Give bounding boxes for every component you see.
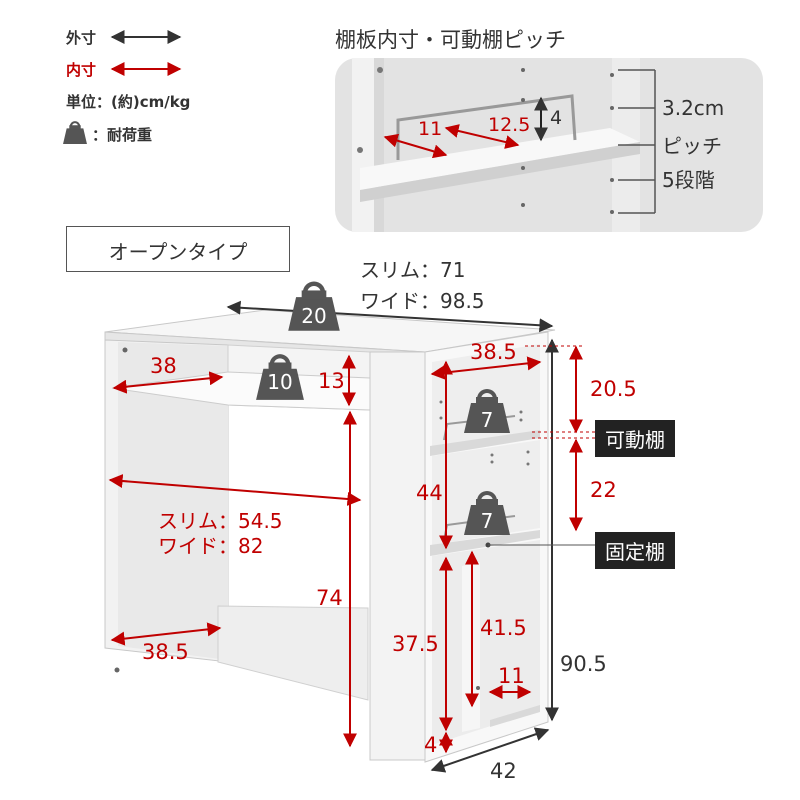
dim-74: 74 (316, 586, 343, 610)
legend-outer-label: 外寸 (66, 29, 97, 47)
arrow-top-width (226, 300, 554, 333)
legend-unit-label: 単位：(約)cm/kg (66, 93, 191, 111)
type-label: オープンタイプ (108, 240, 248, 264)
dim-90-5: 90.5 (560, 652, 607, 676)
dim-38: 38 (150, 354, 177, 378)
dim-44: 44 (416, 481, 443, 505)
dim-42: 42 (490, 759, 517, 783)
movable-shelf-tag: 可動棚 (595, 420, 675, 457)
size-wide-mid: ワイド：82 (158, 534, 264, 558)
dim-37-5: 37.5 (392, 632, 439, 656)
arrow-38-5-bottom (110, 622, 222, 646)
inset-dim-12-5: 12.5 (488, 114, 531, 136)
inset-shelf-photo (335, 58, 763, 232)
type-label-box: オープンタイプ (66, 226, 290, 272)
dim-13: 13 (318, 369, 345, 393)
legend-inner-label: 内寸 (66, 61, 97, 79)
pitch-line-3: 5段階 (662, 168, 715, 192)
arrow-width-mid (108, 474, 362, 506)
dim-11-bottom: 11 (498, 664, 525, 688)
size-wide-top: ワイド：98.5 (360, 289, 485, 313)
legend-load-label: ：耐荷重 (92, 126, 153, 144)
inset-dim-4: 4 (550, 107, 563, 129)
size-slim-mid: スリム：54.5 (158, 509, 283, 533)
weight-legend-icon (63, 121, 87, 144)
dim-4: 4 (424, 733, 438, 757)
load-inner-shelf: 10 (267, 370, 293, 394)
dashed-guides (525, 345, 600, 439)
counter-furniture (104, 309, 556, 763)
size-slim-top: スリム：71 (360, 258, 466, 282)
load-movable-shelf: 7 (480, 408, 494, 432)
pitch-line-1: 3.2cm (662, 96, 725, 120)
load-fixed-shelf: 7 (480, 509, 494, 533)
inset-title: 棚板内寸・可動棚ピッチ (335, 28, 566, 52)
fixed-shelf-tag: 固定棚 (595, 532, 675, 569)
load-top: 20 (301, 304, 327, 328)
inset-dim-11: 11 (418, 118, 443, 140)
dim-22: 22 (590, 478, 617, 502)
dim-38-5-top: 38.5 (470, 340, 517, 364)
arrow-38 (112, 371, 224, 394)
dim-41-5: 41.5 (480, 616, 527, 640)
dim-20-5: 20.5 (590, 377, 637, 401)
pitch-line-2: ピッチ (662, 134, 722, 158)
arrow-depth-42 (430, 727, 550, 773)
dim-38-5-bottom: 38.5 (142, 640, 189, 664)
